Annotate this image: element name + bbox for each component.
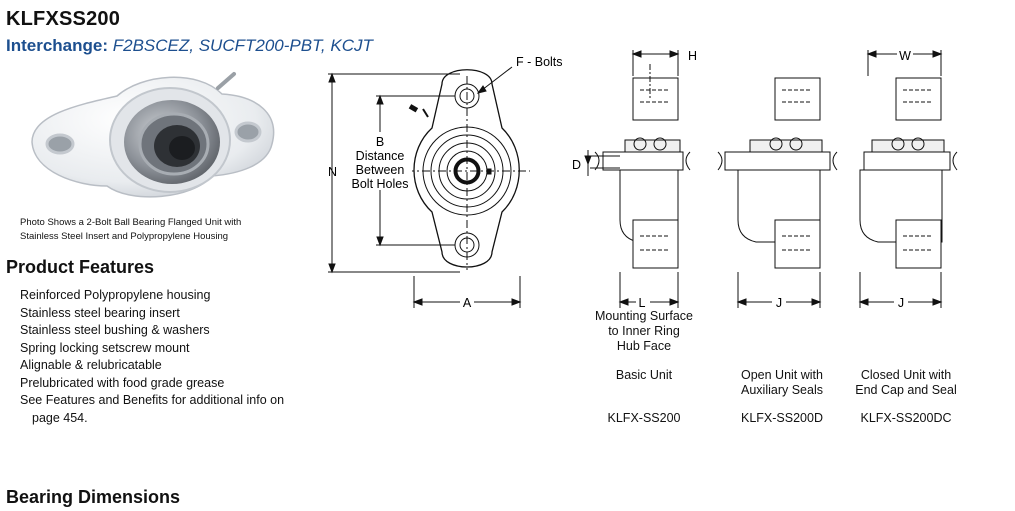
caption-line: End Cap and Seal <box>855 383 957 397</box>
label-f-bolts: F - Bolts <box>516 55 563 69</box>
list-item: Stainless steel bushing & washers <box>20 323 210 337</box>
list-item-continuation: page 454. <box>32 410 88 425</box>
technical-drawing: F - Bolts N B Distance Between Bolt Hole… <box>328 48 958 310</box>
label-j-open: J <box>776 296 782 310</box>
product-title: KLFXSS200 <box>6 8 121 30</box>
product-photo <box>31 72 275 198</box>
interchange-line: Interchange: F2BSCEZ, SUCFT200-PBT, KCJT <box>6 36 373 56</box>
list-item: See Features and Benefits for additional… <box>20 393 285 407</box>
front-view <box>328 66 530 308</box>
caption-line: Stainless Steel Insert and Polypropylene… <box>20 231 229 242</box>
caption-line: Auxiliary Seals <box>741 383 823 397</box>
basic-unit-label: Basic Unit <box>615 368 673 382</box>
side-view-closed <box>858 50 958 308</box>
interchange-label: Interchange: <box>6 36 109 55</box>
label-w: W <box>899 49 911 63</box>
list-item: Alignable & relubricatable <box>20 358 162 372</box>
side-view-open <box>717 77 838 308</box>
caption-line: Closed Unit with <box>860 368 952 382</box>
product-features-heading: Product Features <box>6 257 155 277</box>
mounting-caption: Mounting Surface to Inner Ring Hub Face <box>584 309 704 354</box>
label-n: N <box>328 165 337 179</box>
label-bolt-holes: Bolt Holes <box>352 177 409 191</box>
features-list: Reinforced Polypropylene housing Stainle… <box>20 287 284 427</box>
open-unit-code: KLFX-SS200D <box>741 411 823 425</box>
open-unit-label: Open Unit with Auxiliary Seals <box>722 368 842 398</box>
closed-unit-label: Closed Unit with End Cap and Seal <box>846 368 966 398</box>
label-distance: Distance <box>356 149 405 163</box>
label-between: Between <box>356 163 405 177</box>
label-h: H <box>688 49 697 63</box>
label-b: B <box>376 135 384 149</box>
list-item: Reinforced Polypropylene housing <box>20 288 211 302</box>
closed-unit-code: KLFX-SS200DC <box>860 411 952 425</box>
caption-line: to Inner Ring <box>608 324 680 338</box>
list-item: Spring locking setscrew mount <box>20 340 190 355</box>
bearing-dimensions-heading: Bearing Dimensions <box>6 487 181 507</box>
interchange-value: F2BSCEZ, SUCFT200-PBT, KCJT <box>108 36 373 55</box>
caption-line: Mounting Surface <box>595 309 693 323</box>
label-d: D <box>572 158 581 172</box>
basic-unit-code: KLFX-SS200 <box>607 411 681 425</box>
caption-line: Open Unit with <box>741 368 823 382</box>
list-item: Stainless steel bearing insert <box>20 305 180 320</box>
label-a: A <box>463 296 472 310</box>
side-view-basic <box>584 50 691 308</box>
caption-line: Photo Shows a 2-Bolt Ball Bearing Flange… <box>20 217 242 228</box>
label-j-closed: J <box>898 296 904 310</box>
caption-line: Hub Face <box>616 339 672 353</box>
list-item: Prelubricated with food grade grease <box>20 375 225 390</box>
photo-caption: Photo Shows a 2-Bolt Ball Bearing Flange… <box>20 216 241 244</box>
label-l: L <box>639 296 646 310</box>
